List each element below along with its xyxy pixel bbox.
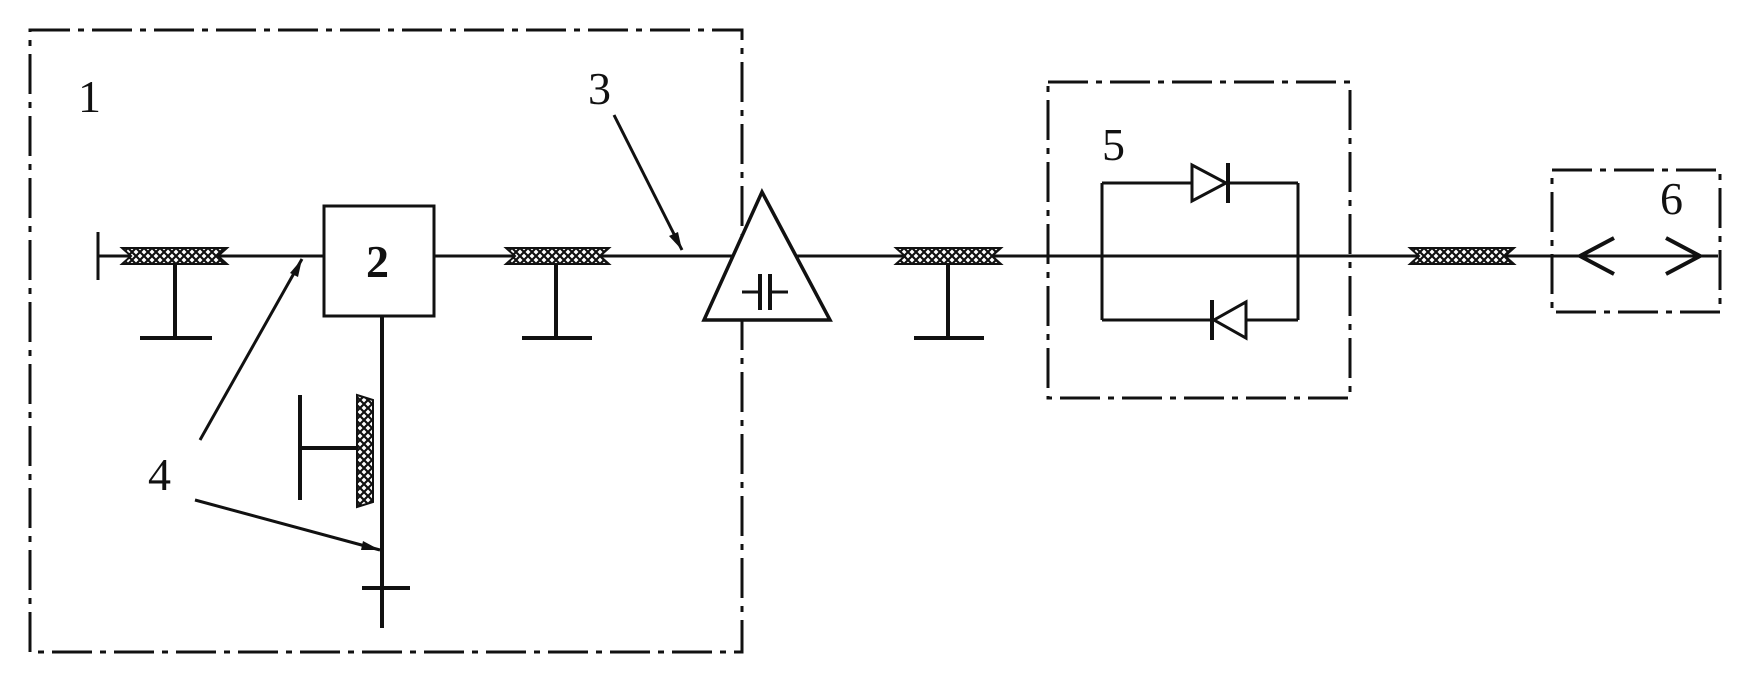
block-1-label: 1 [78,71,101,122]
insulator-icon [357,395,373,507]
block-5-frame [1048,82,1350,398]
arrowhead [669,232,682,250]
insulator-icon [506,248,609,264]
insulator-c [896,248,1001,338]
insulator-icon [122,248,227,264]
block-6-label: 6 [1660,173,1683,224]
arrowhead [361,541,380,550]
callout-4-leader-upper [200,259,302,440]
callout-3-label: 3 [588,63,611,114]
diode-forward-icon [1192,165,1226,201]
block-6-frame [1552,170,1720,312]
insulator-a [122,248,227,338]
block-1-frame [30,30,742,652]
insulator-icon [1410,248,1514,264]
callout-3-leader [614,115,682,250]
insulator-icon [896,248,1001,264]
diode-reverse-icon [1214,302,1246,338]
insulator-b [506,248,609,338]
block-2-label: 2 [366,236,389,287]
callout-4-leader-lower [195,500,380,550]
callout-4-label: 4 [148,449,171,500]
block-5-label: 5 [1102,119,1125,170]
